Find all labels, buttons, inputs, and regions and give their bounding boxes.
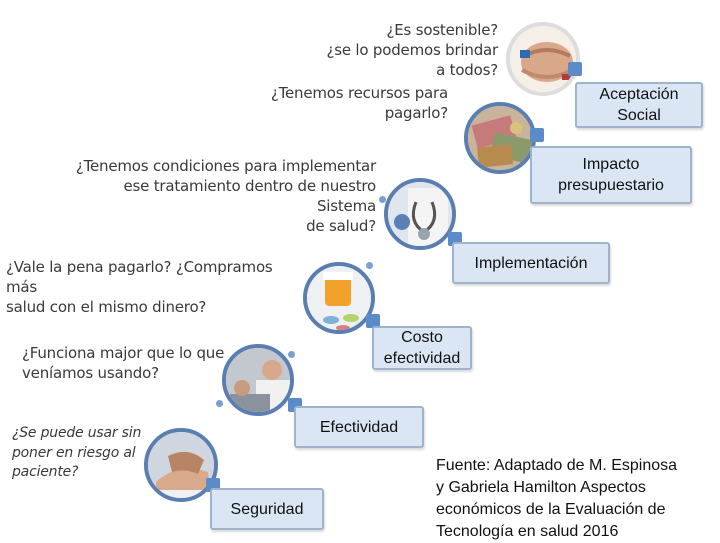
impacto-presupuestario-box: Impacto presupuestario — [530, 146, 692, 204]
question-resources: ¿Tenemos recursos para pagarlo? — [270, 84, 448, 122]
costo-efectividad-box: Costo efectividad — [372, 326, 472, 370]
decor-dot — [379, 196, 386, 203]
hand-care-photo — [144, 428, 218, 502]
pills-photo — [303, 262, 375, 334]
money-photo — [464, 102, 536, 174]
step-tab — [530, 128, 544, 142]
question-safe-use: ¿Se puede usar sin poner en riesgo al pa… — [12, 425, 142, 480]
question-sustainable: ¿Es sostenible? ¿se lo podemos brindar a… — [326, 21, 498, 79]
efectividad-box: Efectividad — [294, 406, 424, 448]
aceptacion-social-box: Aceptación Social — [575, 82, 703, 128]
seguridad-box: Seguridad — [210, 488, 324, 530]
hands-together-photo — [506, 22, 580, 96]
stethoscope-photo — [384, 178, 456, 250]
decor-dot — [288, 351, 295, 358]
step-tab — [568, 62, 582, 76]
question-worth-paying: ¿Vale la pena pagarlo? ¿Compramos más sa… — [6, 258, 273, 316]
decor-dot — [366, 262, 373, 269]
implementacion-box: Implementación — [452, 242, 610, 284]
step-tab — [366, 314, 380, 328]
decor-dot — [216, 400, 223, 407]
source-citation: Fuente: Adaptado de M. Espinosa y Gabrie… — [436, 457, 678, 540]
question-conditions: ¿Tenemos condiciones para implementar es… — [75, 157, 376, 235]
doctor-patient-photo — [222, 344, 294, 416]
question-works-better: ¿Funciona major que lo que veníamos usan… — [22, 344, 225, 382]
